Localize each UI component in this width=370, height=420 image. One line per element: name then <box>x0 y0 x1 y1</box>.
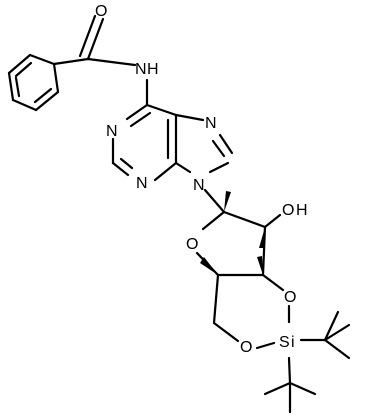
bond <box>153 161 178 182</box>
atom-h-hydroxyl: H <box>296 202 308 219</box>
atom-o-carbonyl: O <box>95 3 107 20</box>
bond <box>7 53 32 75</box>
bond <box>288 381 317 396</box>
bond <box>323 310 340 342</box>
atom-o-hydroxyl: O <box>282 202 294 219</box>
bond <box>255 341 276 350</box>
bond <box>174 161 192 174</box>
bond <box>52 62 60 94</box>
bond <box>86 57 137 67</box>
atom-n-amide: N <box>135 61 147 78</box>
stereo-wedges <box>200 191 265 275</box>
bond <box>211 139 226 158</box>
bond <box>33 87 53 104</box>
atom-si-s: S <box>279 334 290 351</box>
bond <box>125 103 149 121</box>
bond <box>28 53 56 66</box>
bonds <box>7 14 351 414</box>
bond <box>218 133 234 155</box>
bond <box>222 210 267 229</box>
atom-si-i: i <box>291 334 295 351</box>
bond <box>119 157 134 170</box>
bond <box>34 90 60 112</box>
atom-n9: N <box>193 177 205 194</box>
atom-n1: N <box>106 123 118 140</box>
bond <box>287 356 292 385</box>
atom-labels: O N H N N N N O H O O O S i <box>95 3 308 356</box>
atom-o-silyl-1: O <box>284 289 296 306</box>
bond <box>201 210 226 231</box>
bond <box>11 98 38 112</box>
bond <box>203 188 226 214</box>
bond <box>263 381 292 396</box>
bond <box>323 338 351 360</box>
bond <box>261 273 285 292</box>
wedge-bond <box>224 191 231 212</box>
bond <box>145 103 178 117</box>
atom-h-amide: H <box>147 61 159 78</box>
atom-n7: N <box>205 115 217 132</box>
wedge-bond <box>200 257 218 275</box>
bond <box>14 76 21 98</box>
bond <box>323 323 351 342</box>
bond <box>129 111 152 128</box>
bond <box>78 14 97 58</box>
bond <box>7 71 15 102</box>
bond <box>263 213 282 229</box>
atom-n3: N <box>136 175 148 192</box>
bond <box>111 161 130 177</box>
bond <box>174 113 205 122</box>
bond <box>14 61 33 78</box>
bond <box>208 161 230 174</box>
bond <box>86 17 105 61</box>
wedge-bond <box>257 256 263 275</box>
atom-o-silyl-2: O <box>240 339 252 356</box>
bond <box>212 273 220 325</box>
bond <box>212 321 240 343</box>
wedge-bond <box>259 227 265 248</box>
bond <box>52 57 90 66</box>
atom-o-ring: O <box>186 236 198 253</box>
